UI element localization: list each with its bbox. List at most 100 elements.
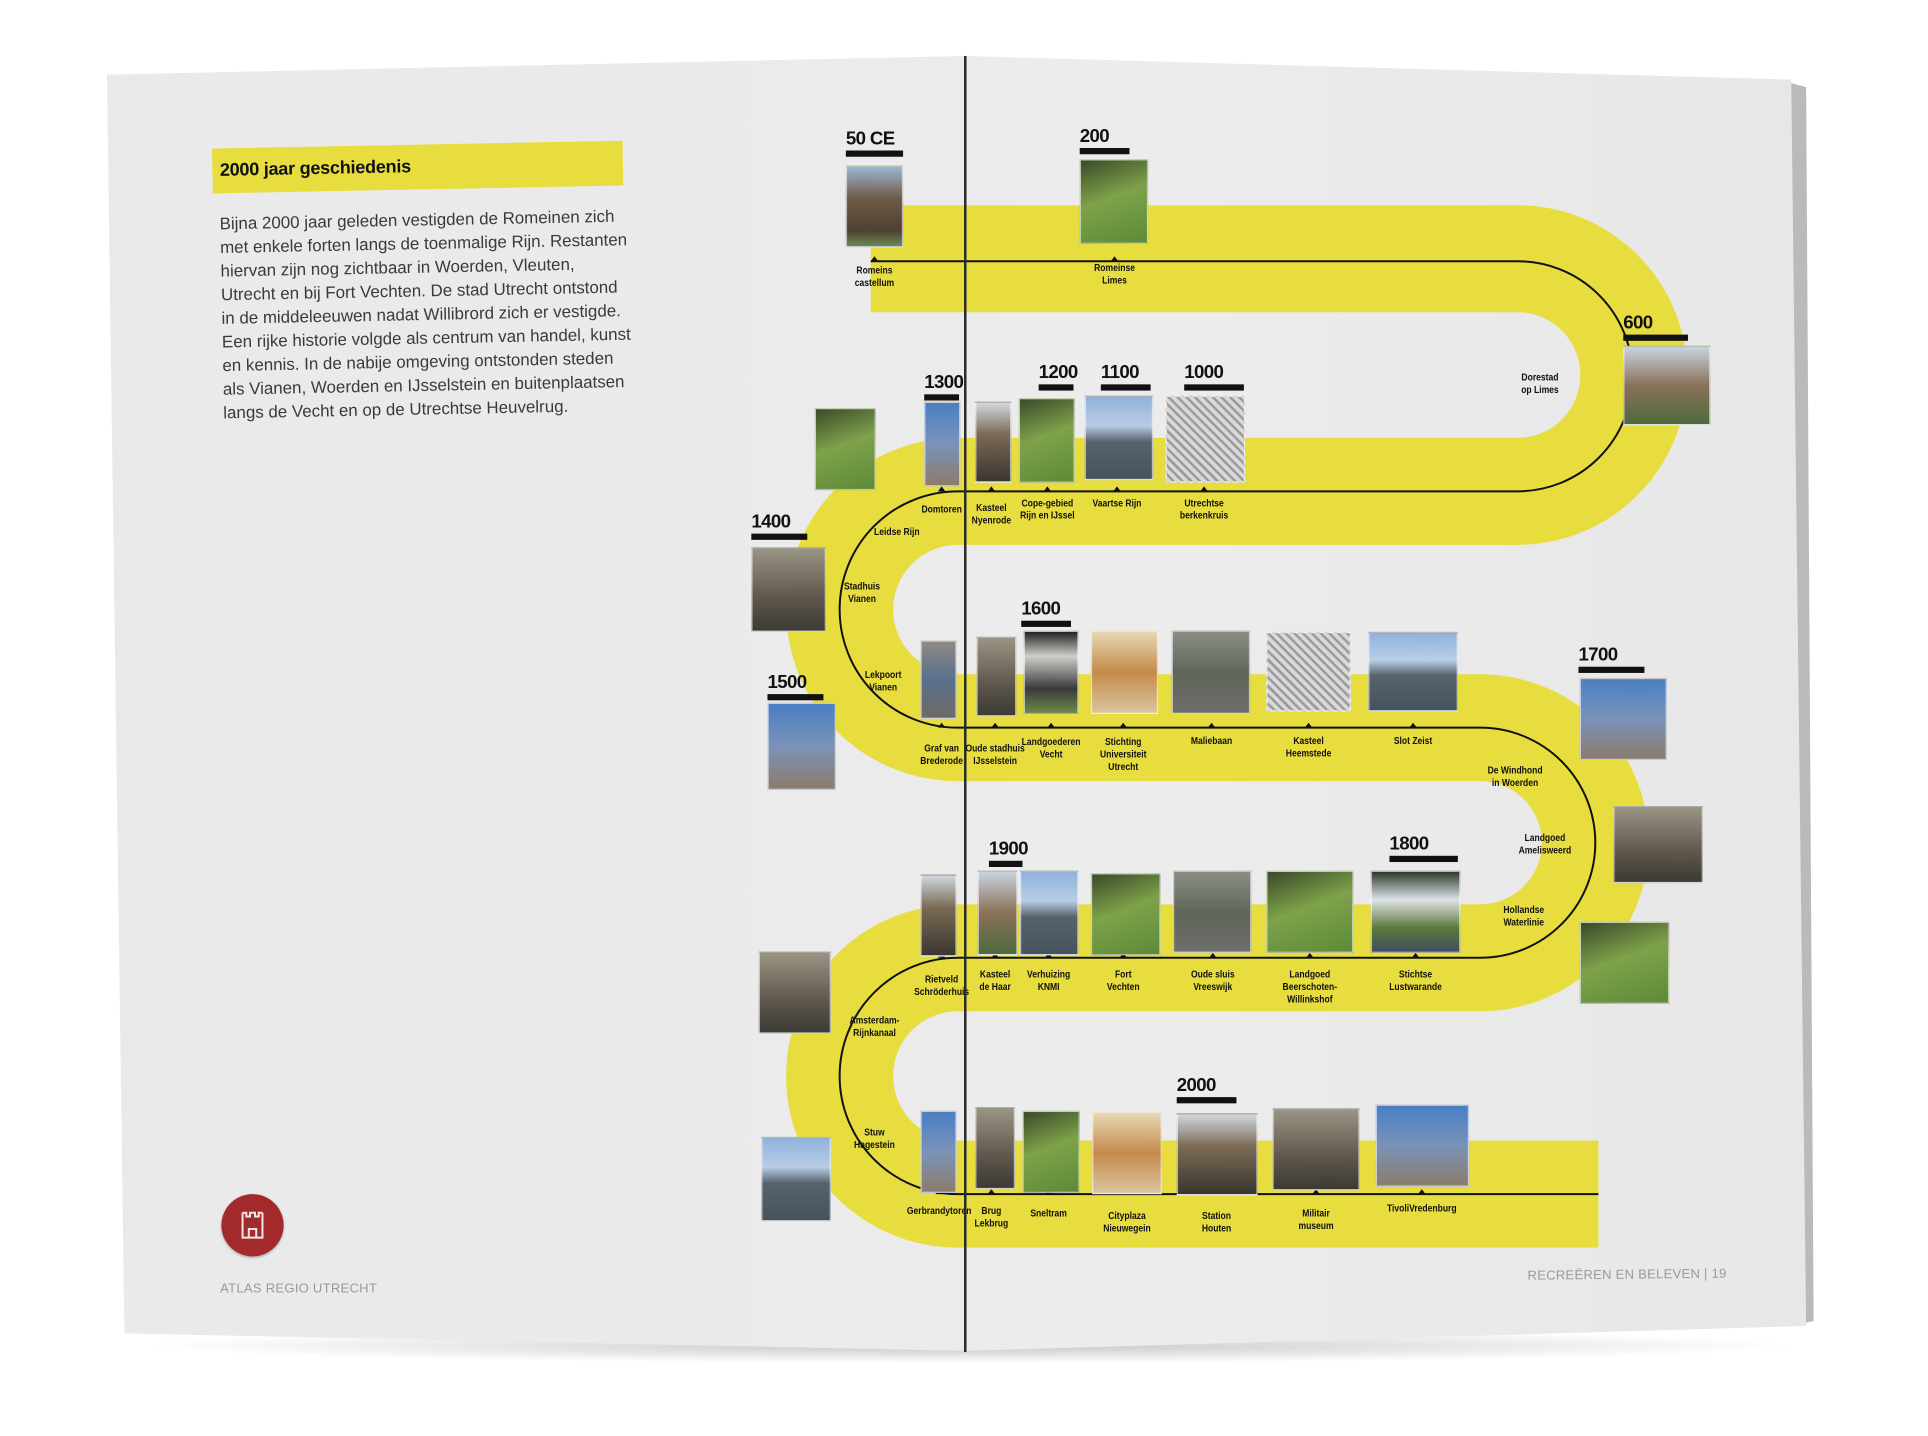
stop-label: Kasteel Nyenrode bbox=[971, 501, 1012, 527]
stop-label: Utrechtse berkenkruis bbox=[1179, 496, 1229, 522]
stop-label: Fort Vechten bbox=[1106, 967, 1140, 993]
stop-label: Rietveld Schröderhuis bbox=[914, 972, 970, 998]
year-marker: 1200 bbox=[1038, 361, 1079, 384]
stop-photo bbox=[920, 874, 957, 957]
year-underline bbox=[1389, 855, 1458, 863]
year-underline bbox=[924, 394, 960, 401]
stop-photo bbox=[1370, 870, 1461, 953]
stop-label: Stadhuis Vianen bbox=[843, 579, 881, 605]
stop-label: Maliebaan bbox=[1190, 733, 1233, 747]
stop-label: Stichting Universiteit Utrecht bbox=[1099, 735, 1147, 773]
year-underline bbox=[1079, 148, 1130, 155]
stop-tick bbox=[1200, 486, 1208, 492]
stop-label: Gerbrandytoren bbox=[906, 1204, 972, 1217]
stop-label: Dorestad op Limes bbox=[1521, 370, 1559, 396]
stop-photo bbox=[1079, 159, 1149, 244]
stop-photo bbox=[1084, 395, 1154, 481]
year-marker: 1500 bbox=[767, 671, 807, 693]
stop-label: TivoliVredenburg bbox=[1386, 1201, 1457, 1215]
year-marker: 1600 bbox=[1021, 598, 1061, 620]
stop-label: De Windhond in Woerden bbox=[1487, 763, 1543, 789]
year-marker: 2000 bbox=[1176, 1074, 1217, 1096]
year-marker: 200 bbox=[1079, 125, 1110, 147]
stop-tick bbox=[937, 722, 946, 728]
year-underline bbox=[1038, 384, 1074, 391]
stop-photo bbox=[920, 640, 957, 719]
year-underline bbox=[1021, 620, 1071, 627]
stop-label: Amsterdam- Rijnkanaal bbox=[849, 1013, 900, 1039]
stop-label: Romeins castellum bbox=[854, 263, 895, 289]
year-underline bbox=[767, 694, 824, 701]
stop-label: Landgoederen Vecht bbox=[1021, 735, 1081, 761]
year-underline bbox=[1578, 666, 1645, 673]
stop-tick bbox=[991, 722, 999, 728]
stop-photo bbox=[845, 165, 904, 248]
stop-photo bbox=[1092, 1112, 1162, 1195]
stop-label: Verhuizing KNMI bbox=[1026, 967, 1071, 993]
stop-label: Oude sluis Vreeswijk bbox=[1190, 967, 1235, 993]
year-marker: 1300 bbox=[924, 371, 964, 394]
stop-tick bbox=[1119, 722, 1127, 728]
year-marker: 1100 bbox=[1100, 361, 1140, 384]
year-marker: 1000 bbox=[1184, 361, 1224, 384]
stop-photo bbox=[1165, 395, 1246, 483]
stop-tick bbox=[1043, 486, 1052, 492]
year-underline bbox=[751, 533, 808, 540]
stop-photo bbox=[1272, 1108, 1360, 1191]
footer-publication-name: ATLAS REGIO UTRECHT bbox=[220, 1281, 378, 1297]
year-marker: 1900 bbox=[988, 838, 1029, 860]
stop-photo bbox=[814, 407, 876, 491]
stop-tick bbox=[1113, 486, 1121, 492]
stop-tick bbox=[1411, 952, 1420, 958]
year-marker: 1700 bbox=[1578, 644, 1619, 666]
stop-tick bbox=[1209, 952, 1217, 958]
stop-label: Landgoed Amelisweerd bbox=[1518, 830, 1572, 856]
stop-photo bbox=[1579, 677, 1667, 761]
stop-photo bbox=[1266, 870, 1354, 953]
stop-photo bbox=[977, 870, 1018, 956]
stop-label: Romeinse Limes bbox=[1094, 261, 1135, 287]
stop-tick bbox=[870, 256, 879, 262]
stop-label: Kasteel Heemstede bbox=[1285, 733, 1332, 759]
stop-label: Stuw Hagestein bbox=[854, 1125, 895, 1151]
year-underline bbox=[988, 860, 1023, 867]
stop-label: Kasteel de Haar bbox=[979, 967, 1011, 993]
year-marker: 50 CE bbox=[845, 128, 895, 150]
stop-photo bbox=[758, 951, 831, 1034]
stop-photo bbox=[1018, 398, 1075, 483]
stop-label: Militair museum bbox=[1298, 1206, 1334, 1232]
year-underline bbox=[845, 150, 904, 157]
stop-label: Cope-gebied Rijn en IJssel bbox=[1020, 496, 1075, 522]
stop-tick bbox=[987, 1189, 996, 1195]
stop-label: Brug Lekbrug bbox=[974, 1204, 1009, 1229]
stop-photo bbox=[976, 636, 1017, 717]
year-marker: 1400 bbox=[751, 511, 791, 533]
stop-tick bbox=[1409, 722, 1417, 728]
year-underline bbox=[1176, 1097, 1237, 1104]
stop-label: Slot Zeist bbox=[1393, 733, 1433, 747]
stop-tick bbox=[1207, 722, 1216, 728]
stop-photo bbox=[975, 401, 1012, 483]
stop-tick bbox=[1418, 1189, 1426, 1195]
year-underline bbox=[1184, 384, 1244, 391]
stop-label: Landgoed Beerschoten- Willinkshof bbox=[1282, 967, 1338, 1006]
castle-icon bbox=[221, 1194, 284, 1257]
year-marker: 600 bbox=[1623, 312, 1653, 334]
stop-photo bbox=[920, 1110, 957, 1193]
book-spine bbox=[964, 55, 967, 1353]
stop-photo bbox=[1623, 345, 1711, 426]
year-marker: 1800 bbox=[1389, 833, 1429, 855]
timeline-line bbox=[838, 260, 1634, 1196]
stop-photo bbox=[1579, 921, 1670, 1004]
stop-photo bbox=[1090, 630, 1159, 714]
year-underline bbox=[1100, 384, 1151, 391]
stop-label: Cityplaza Nieuwegein bbox=[1103, 1209, 1151, 1234]
stop-photo bbox=[1171, 630, 1251, 714]
stop-tick bbox=[1306, 952, 1314, 958]
stop-label: Sneltram bbox=[1030, 1206, 1067, 1220]
stop-photo bbox=[1368, 631, 1458, 712]
stop-photo bbox=[1090, 873, 1161, 956]
stop-photo bbox=[1019, 870, 1079, 956]
stop-label: Vaartse Rijn bbox=[1092, 496, 1142, 509]
